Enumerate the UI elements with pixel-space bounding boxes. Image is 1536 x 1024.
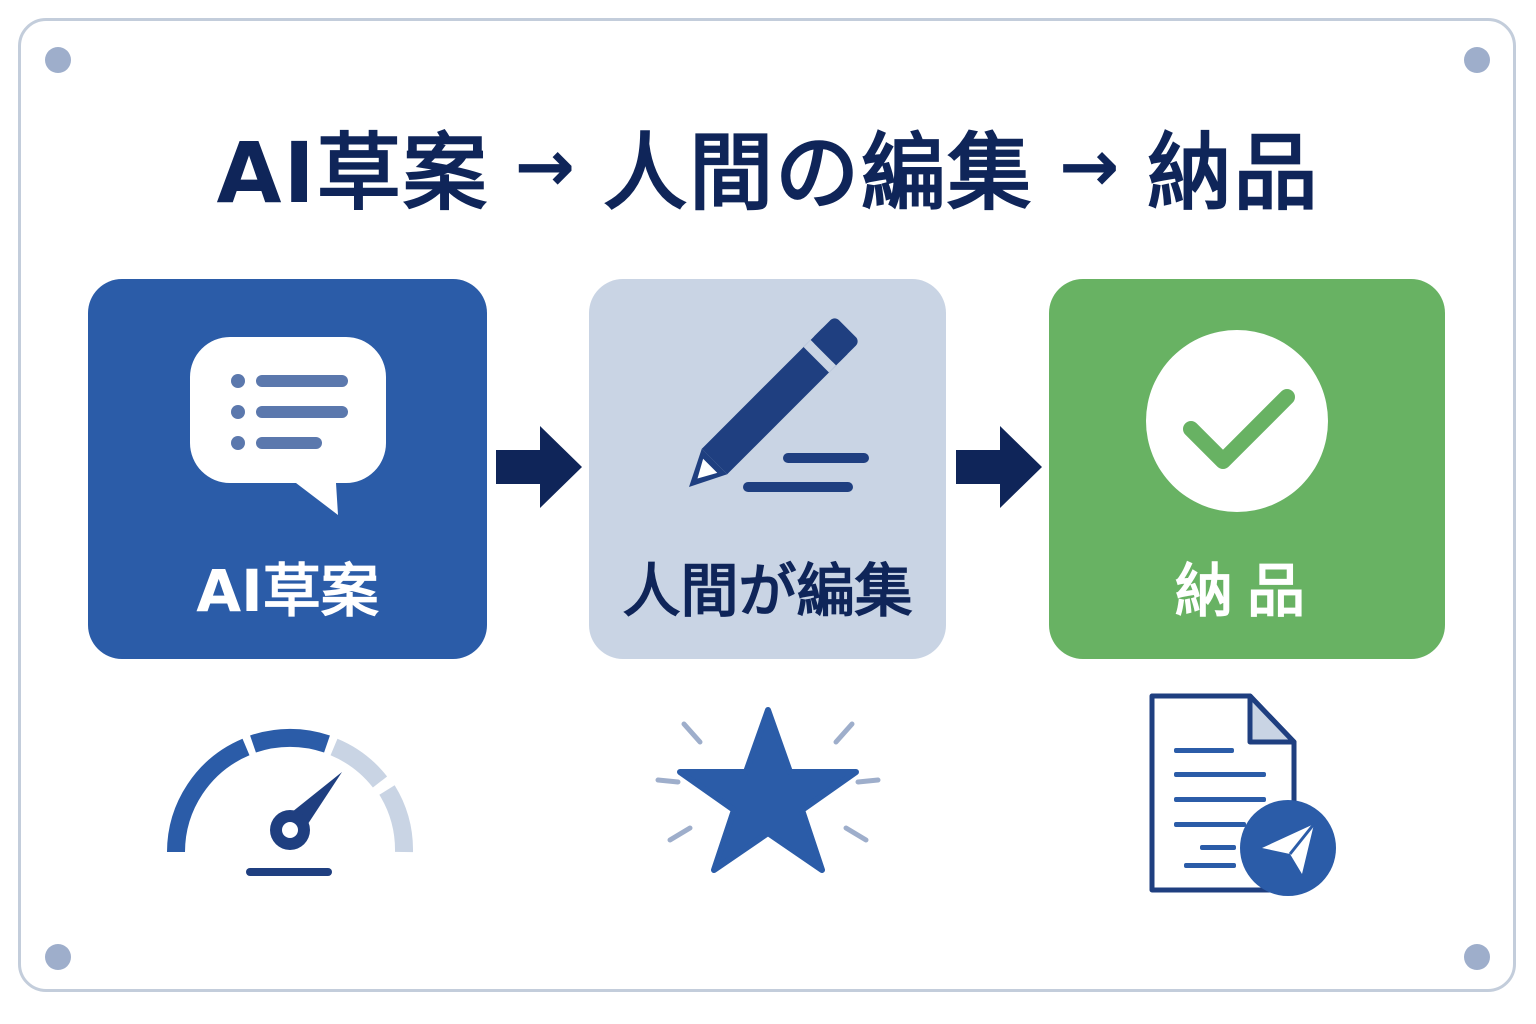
card-human-edit: 人間が編集 <box>589 279 946 659</box>
flow-arrow-2 <box>956 426 1042 508</box>
page-title: AI草案 → 人間の編集 → 納品 <box>0 106 1536 226</box>
chat-bubble-icon <box>190 337 386 515</box>
card-label-human-edit: 人間が編集 <box>622 557 913 625</box>
card-label-ai-draft: AI草案 <box>196 557 379 625</box>
card-delivery: 納品 <box>1049 279 1445 659</box>
title-step-delivery: 納品 <box>1147 123 1320 222</box>
flow-arrow-1 <box>496 426 582 508</box>
corner-pin-bottom-right <box>1464 944 1490 970</box>
title-step-human-edit: 人間の編集 <box>603 123 1034 222</box>
pencil-icon <box>689 318 869 492</box>
document-send-icon <box>1149 693 1336 896</box>
corner-pin-top-left <box>45 47 71 73</box>
card-label-delivery: 納品 <box>1174 557 1319 625</box>
title-arrow-2: → <box>1059 124 1122 208</box>
corner-pin-bottom-left <box>45 944 71 970</box>
title-arrow-1: → <box>514 124 578 208</box>
title-step-ai-draft: AI草案 <box>216 123 489 222</box>
star-icon <box>655 707 881 873</box>
corner-pin-top-right <box>1464 47 1490 73</box>
card-ai-draft: AI草案 <box>88 279 487 659</box>
speedometer-icon <box>167 728 413 876</box>
check-circle-icon <box>1146 330 1328 512</box>
